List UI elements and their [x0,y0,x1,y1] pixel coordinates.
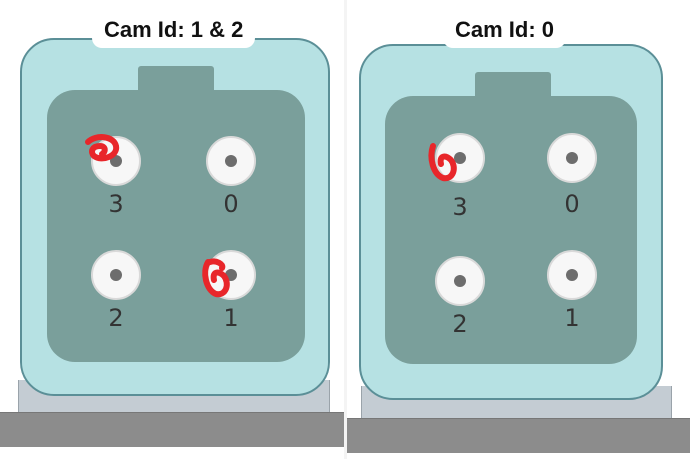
pin-1-label: 1 [223,304,239,332]
pin-0 [547,133,597,183]
connector-housing [20,38,330,396]
pin-3 [435,133,485,183]
pin-3-label: 3 [108,190,124,218]
pin-2-label: 2 [108,304,124,332]
panel-title: Cam Id: 0 [443,12,567,48]
mounting-bar [347,418,690,453]
connector-face [385,96,637,364]
pin-2 [91,250,141,300]
pin-1-label: 1 [564,304,580,332]
connector-housing [359,44,663,400]
red-mark-pin-3 [428,143,457,182]
pin-0-label: 0 [564,190,580,218]
pin-2 [435,256,485,306]
connector-face [47,90,305,362]
panel-title: Cam Id: 1 & 2 [92,12,256,48]
connector-panel-left: 3 0 2 1 Cam Id: 1 & 2 [0,0,344,459]
pin-0-label: 0 [223,190,239,218]
pin-3-label: 3 [452,193,468,221]
mounting-bar [0,412,344,447]
pin-2-label: 2 [452,310,468,338]
red-mark-pin-1 [202,258,230,298]
connector-panel-right: 3 0 2 1 Cam Id: 0 [347,0,690,459]
pin-0 [206,136,256,186]
red-mark-pin-3 [85,134,120,162]
pin-1 [547,250,597,300]
